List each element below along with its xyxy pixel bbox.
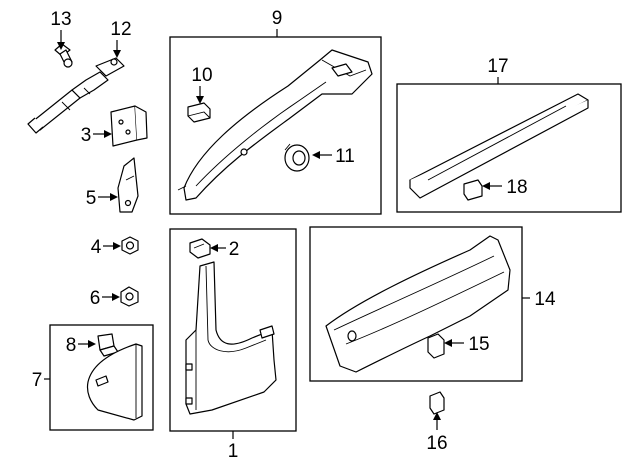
part-14-rocker-trim [325, 235, 511, 373]
callout-11: 11 [335, 146, 355, 167]
part-13-bolt [54, 43, 73, 68]
callout-12: 12 [110, 19, 131, 40]
part-9-a-pillar-trim [177, 49, 373, 201]
group-box-17 [396, 83, 622, 213]
part-10-clip [187, 102, 211, 123]
callout-10: 10 [191, 65, 212, 86]
part-17-scuff-plate [409, 93, 589, 199]
group-box-9 [169, 36, 382, 215]
leader-lines [44, 29, 530, 439]
part-12-support-rod [27, 57, 125, 134]
callout-13: 13 [50, 9, 71, 30]
callout-18: 18 [506, 177, 527, 198]
part-15-clip [427, 333, 445, 359]
callout-16: 16 [426, 433, 447, 454]
callout-15: 15 [468, 334, 489, 355]
part-3-bracket [110, 105, 148, 147]
callout-17: 17 [487, 56, 508, 77]
part-18-clip [463, 179, 483, 201]
group-box-14 [309, 226, 523, 382]
callout-4: 4 [91, 237, 102, 258]
part-16-clip [429, 391, 445, 415]
callout-1: 1 [228, 441, 239, 462]
part-5-bracket [117, 157, 139, 213]
callout-3: 3 [81, 125, 92, 146]
part-11-grommet [284, 143, 310, 172]
callout-8: 8 [66, 335, 77, 356]
callout-7: 7 [32, 370, 43, 391]
callout-5: 5 [86, 188, 97, 209]
part-6-nut [120, 286, 139, 307]
part-8-clip [97, 333, 119, 357]
callout-6: 6 [90, 288, 101, 309]
group-box-7 [49, 324, 154, 431]
callout-9: 9 [272, 8, 283, 29]
callout-14: 14 [534, 289, 556, 310]
part-7-panel [86, 343, 143, 421]
callout-2: 2 [229, 239, 240, 260]
part-1-pillar-trim [185, 261, 277, 415]
part-4-nut [121, 236, 139, 255]
part-2-clip [189, 238, 211, 259]
